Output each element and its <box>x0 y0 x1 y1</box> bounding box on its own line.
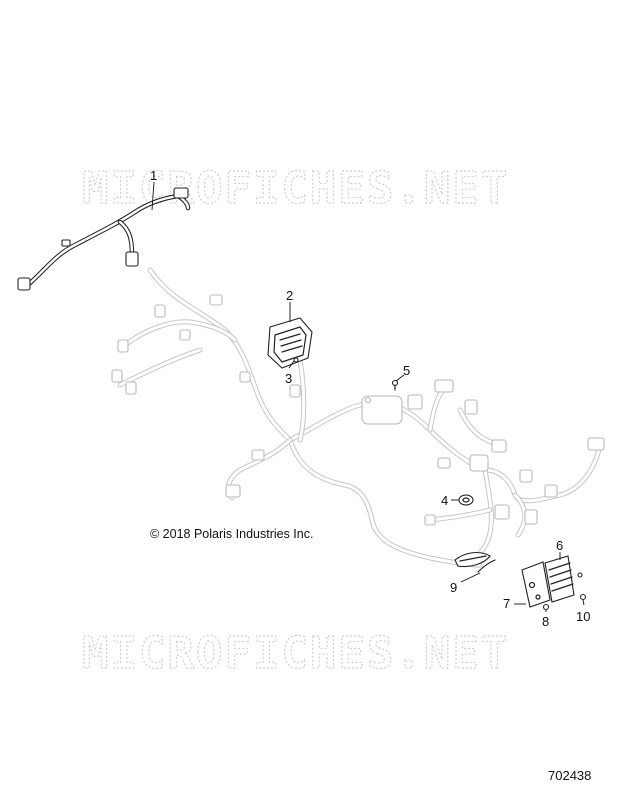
callout-7: 7 <box>503 596 510 611</box>
callout-6: 6 <box>556 538 563 553</box>
diagram-id: 702438 <box>548 768 591 783</box>
main-wire-harness <box>111 267 605 568</box>
pad-part-9 <box>454 551 496 573</box>
fastener-part-10 <box>577 572 587 601</box>
leader-lines <box>151 181 585 612</box>
regulator-part-6 <box>544 555 575 603</box>
callout-4: 4 <box>441 493 448 508</box>
bolt-part-5 <box>364 379 399 404</box>
callout-5: 5 <box>403 363 410 378</box>
copyright-notice: © 2018 Polaris Industries Inc. <box>150 527 313 541</box>
callout-3: 3 <box>285 371 292 386</box>
ecu-module-part-2 <box>267 317 313 369</box>
callout-10: 10 <box>576 609 590 624</box>
bracket-part-7 <box>521 561 551 608</box>
screw-part-3 <box>293 357 299 363</box>
watermark-bottom: MICROFICHES.NET <box>82 628 509 679</box>
callout-1: 1 <box>150 168 157 183</box>
fastener-part-8 <box>542 603 550 611</box>
sub-harness-part-1 <box>17 187 191 291</box>
callout-9: 9 <box>450 580 457 595</box>
callout-8: 8 <box>542 614 549 629</box>
callout-2: 2 <box>286 288 293 303</box>
grommet-part-4 <box>458 494 474 506</box>
